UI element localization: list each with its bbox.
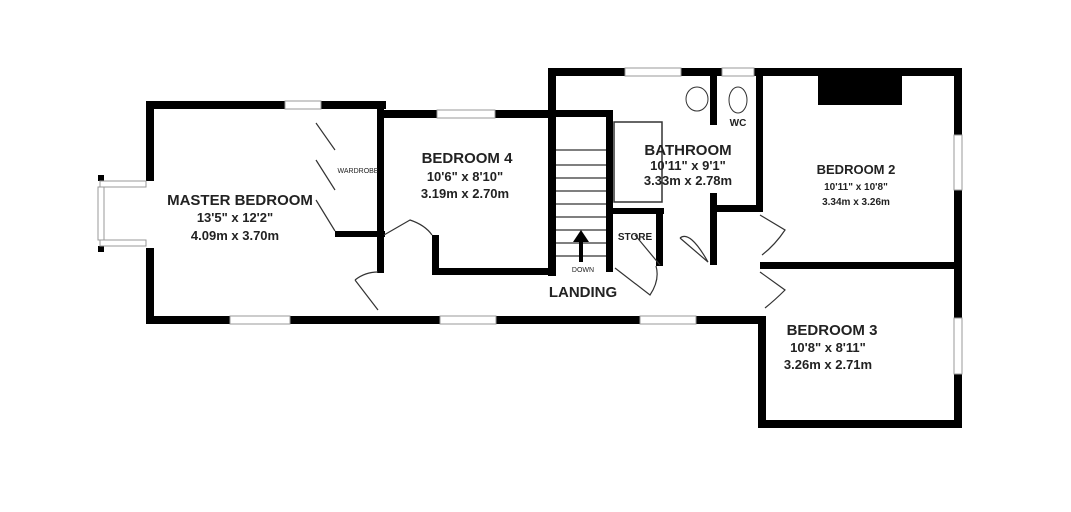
basin [685,86,709,112]
bedroom3-imperial: 10'8" x 8'11" [790,340,866,355]
walls [98,68,962,428]
bedroom2-name: BEDROOM 2 [817,162,896,177]
master-bedroom-imperial: 13'5" x 12'2" [197,210,273,225]
bedroom4-name: BEDROOM 4 [422,150,514,167]
stairs-arrow-icon [573,230,589,242]
shower-tray [613,121,663,203]
toilet [728,86,748,114]
bedroom3-name: BEDROOM 3 [787,322,878,339]
bathroom-name: BATHROOM [644,142,731,159]
bedroom3-metric: 3.26m x 2.71m [784,357,872,372]
stairs [556,149,606,262]
room-labels: MASTER BEDROOM 13'5" x 12'2" 4.09m x 3.7… [167,118,895,372]
bedroom2-imperial: 10'11" x 10'8" [824,182,888,193]
master-bedroom-name: MASTER BEDROOM [167,192,313,209]
stairs-down-label: DOWN [572,267,594,274]
bathroom-imperial: 10'11" x 9'1" [650,158,726,173]
wardrobe-label: WARDROBE [338,168,379,175]
fixtures [613,86,748,203]
bedroom2-metric: 3.34m x 3.26m [822,197,890,208]
store-label: STORE [618,232,653,243]
windows [97,67,963,375]
landing-label: LANDING [549,284,617,301]
bathroom-metric: 3.33m x 2.78m [644,173,732,188]
bedroom4-imperial: 10'6" x 8'10" [427,169,503,184]
bedroom4-metric: 3.19m x 2.70m [421,186,509,201]
wc-label: WC [730,118,747,129]
doors [315,122,786,311]
master-bedroom-metric: 4.09m x 3.70m [191,228,279,243]
